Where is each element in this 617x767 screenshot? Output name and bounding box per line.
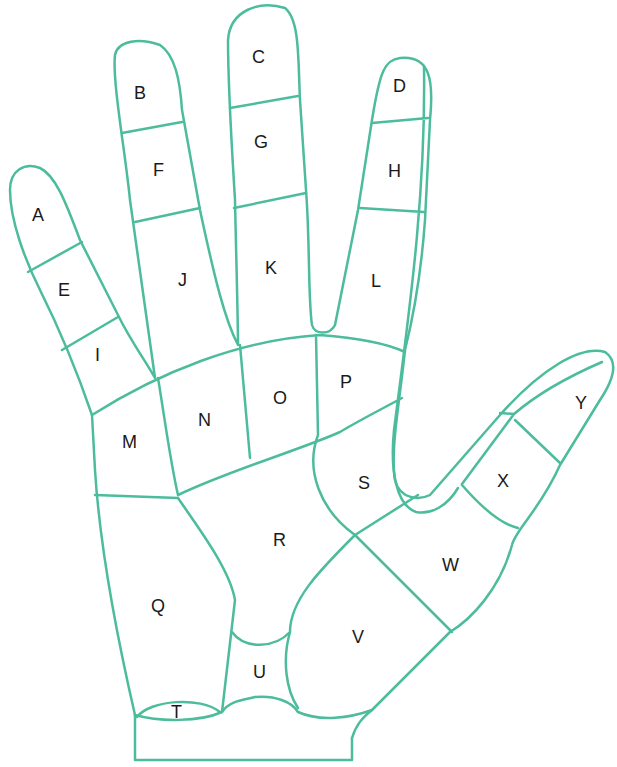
- region-letter: F: [153, 161, 164, 179]
- region-letter: S: [358, 474, 370, 492]
- region-letter: V: [352, 628, 364, 646]
- region-letter: N: [198, 411, 211, 429]
- hand-contour: [10, 5, 613, 738]
- region-letter: W: [442, 556, 459, 574]
- region-letter: A: [32, 206, 44, 224]
- region-letter: M: [122, 433, 137, 451]
- region-letter: Q: [151, 597, 165, 615]
- wrist: [135, 715, 352, 760]
- region-letter: P: [340, 373, 352, 391]
- region-lines: [28, 66, 602, 712]
- region-letter: B: [134, 84, 146, 102]
- region-letter: T: [171, 703, 182, 721]
- region-letter: U: [253, 663, 266, 681]
- region-letter: L: [371, 272, 381, 290]
- region-letter: X: [497, 472, 509, 490]
- region-letter: G: [254, 133, 268, 151]
- region-letter: O: [273, 389, 287, 407]
- region-letter: D: [393, 77, 406, 95]
- region-letter: E: [58, 281, 70, 299]
- region-letter: K: [265, 259, 277, 277]
- palm-base: [135, 697, 372, 720]
- region-letter: C: [252, 48, 265, 66]
- region-letter: R: [273, 531, 286, 549]
- region-letter: H: [388, 162, 401, 180]
- region-letter: I: [95, 346, 100, 364]
- region-letter: J: [178, 271, 187, 289]
- region-letter: Y: [575, 394, 587, 412]
